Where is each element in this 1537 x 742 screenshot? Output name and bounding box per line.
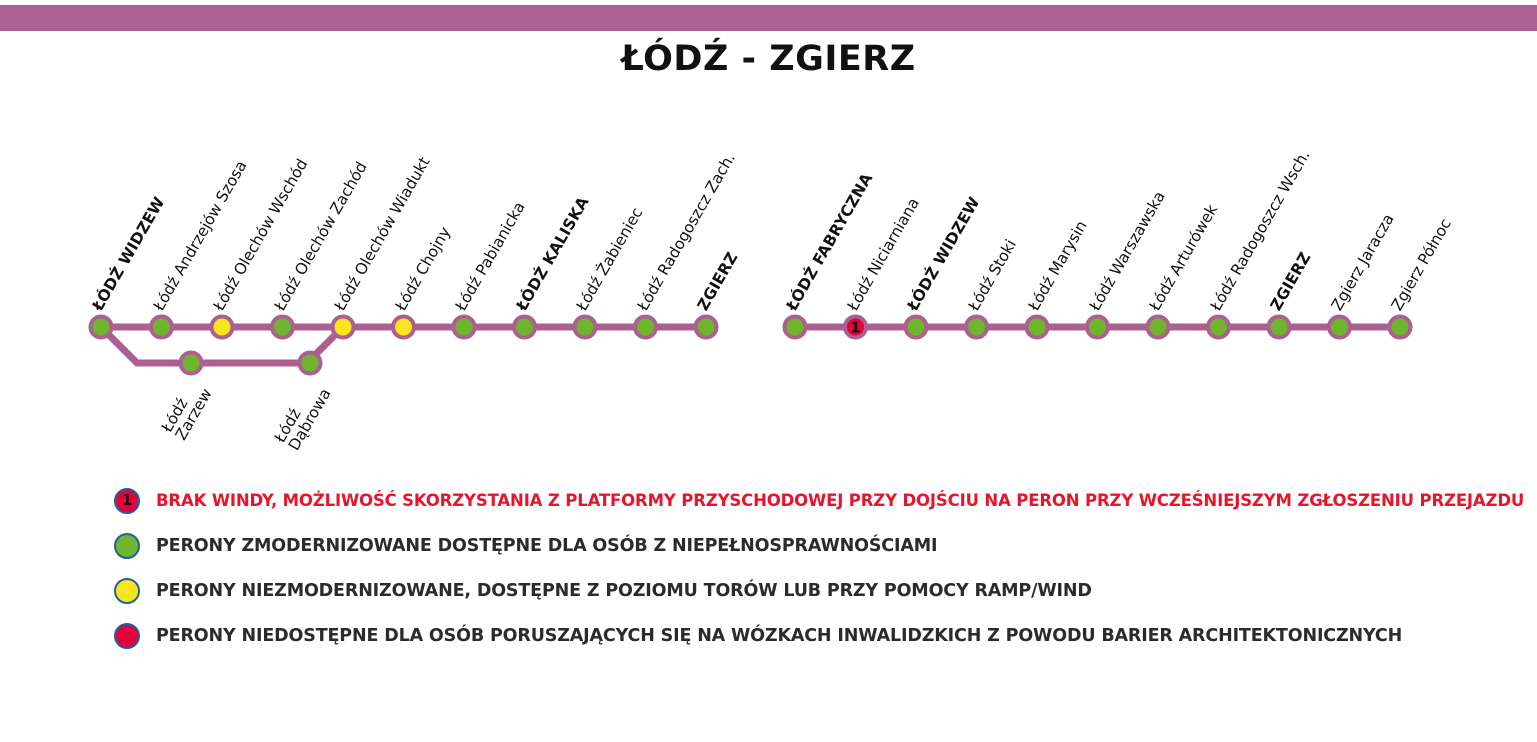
legend-text: PERONY NIEDOSTĘPNE DLA OSÓB PORUSZAJĄCYC… xyxy=(156,625,1403,646)
legend-swatch-green xyxy=(114,532,140,559)
station-marker[interactable] xyxy=(209,314,235,340)
station-dot xyxy=(1085,314,1110,340)
station-marker[interactable] xyxy=(1085,314,1110,340)
page-title: ŁÓDŹ - ZGIERZ xyxy=(621,39,916,79)
station-marker[interactable] xyxy=(693,314,719,340)
station-dot xyxy=(1145,314,1171,340)
station-marker[interactable] xyxy=(1387,314,1413,340)
station-marker[interactable] xyxy=(512,314,537,340)
station-marker[interactable] xyxy=(903,314,929,340)
station-dot xyxy=(693,314,719,340)
station-dot xyxy=(88,314,114,340)
station-marker[interactable] xyxy=(1024,314,1050,340)
station-marker[interactable] xyxy=(330,314,356,340)
legend-swatch-red: 1 xyxy=(114,487,140,514)
station-dot xyxy=(391,314,416,340)
station-dot xyxy=(270,314,295,340)
legend-text: PERONY NIEZMODERNIZOWANE, DOSTĘPNE Z POZ… xyxy=(156,580,1092,601)
station-marker[interactable] xyxy=(633,314,658,340)
legend-item: 1 BRAK WINDY, MOŻLIWOŚĆ SKORZYSTANIA Z PL… xyxy=(114,478,1524,523)
station-marker[interactable] xyxy=(1145,314,1171,340)
station-dot xyxy=(1266,314,1292,340)
legend-item: PERONY NIEZMODERNIZOWANE, DOSTĘPNE Z POZ… xyxy=(114,568,1464,613)
station-marker[interactable] xyxy=(1327,314,1352,340)
legend-text: BRAK WINDY, MOŻLIWOŚĆ SKORZYSTANIA Z PLA… xyxy=(156,491,1525,510)
station-marker[interactable] xyxy=(451,314,477,340)
station-marker[interactable] xyxy=(391,314,416,340)
legend-item: PERONY NIEDOSTĘPNE DLA OSÓB PORUSZAJĄCYC… xyxy=(114,613,1464,658)
station-dot xyxy=(512,314,537,340)
station-dot xyxy=(149,314,174,340)
legend: 1 BRAK WINDY, MOŻLIWOŚĆ SKORZYSTANIA Z PL… xyxy=(114,478,1524,658)
station-marker[interactable] xyxy=(88,314,114,340)
station-dot xyxy=(330,314,356,340)
station-marker[interactable] xyxy=(297,350,323,376)
station-marker[interactable] xyxy=(964,314,989,340)
station-dot xyxy=(964,314,989,340)
legend-text: PERONY ZMODERNIZOWANE DOSTĘPNE DLA OSÓB … xyxy=(156,535,938,556)
station-dot xyxy=(782,314,808,340)
station-dot xyxy=(297,350,323,376)
legend-swatch-yellow xyxy=(114,577,140,604)
station-dot xyxy=(633,314,658,340)
station-dot xyxy=(451,314,477,340)
station-marker[interactable]: 1 xyxy=(843,314,868,340)
station-dot xyxy=(903,314,929,340)
station-dot xyxy=(1387,314,1413,340)
legend-badge-number: 1 xyxy=(121,490,133,509)
station-marker[interactable] xyxy=(1206,314,1231,340)
station-dot xyxy=(1024,314,1050,340)
route-diagram-svg: 1 xyxy=(88,314,1413,376)
station-dot xyxy=(209,314,235,340)
station-badge-number: 1 xyxy=(850,319,860,337)
station-marker[interactable] xyxy=(270,314,295,340)
station-dot xyxy=(843,314,868,340)
station-marker[interactable] xyxy=(782,314,808,340)
station-dot xyxy=(572,314,598,340)
header-accent-bar xyxy=(0,5,1537,31)
legend-item: PERONY ZMODERNIZOWANE DOSTĘPNE DLA OSÓB … xyxy=(114,523,1464,568)
station-marker[interactable] xyxy=(1266,314,1292,340)
station-marker[interactable] xyxy=(149,314,174,340)
station-dot xyxy=(1327,314,1352,340)
station-dot xyxy=(178,350,204,376)
station-marker[interactable] xyxy=(178,350,204,376)
legend-swatch-red xyxy=(114,622,140,649)
branch-track xyxy=(98,324,346,367)
station-dot xyxy=(1206,314,1231,340)
station-marker[interactable] xyxy=(572,314,598,340)
